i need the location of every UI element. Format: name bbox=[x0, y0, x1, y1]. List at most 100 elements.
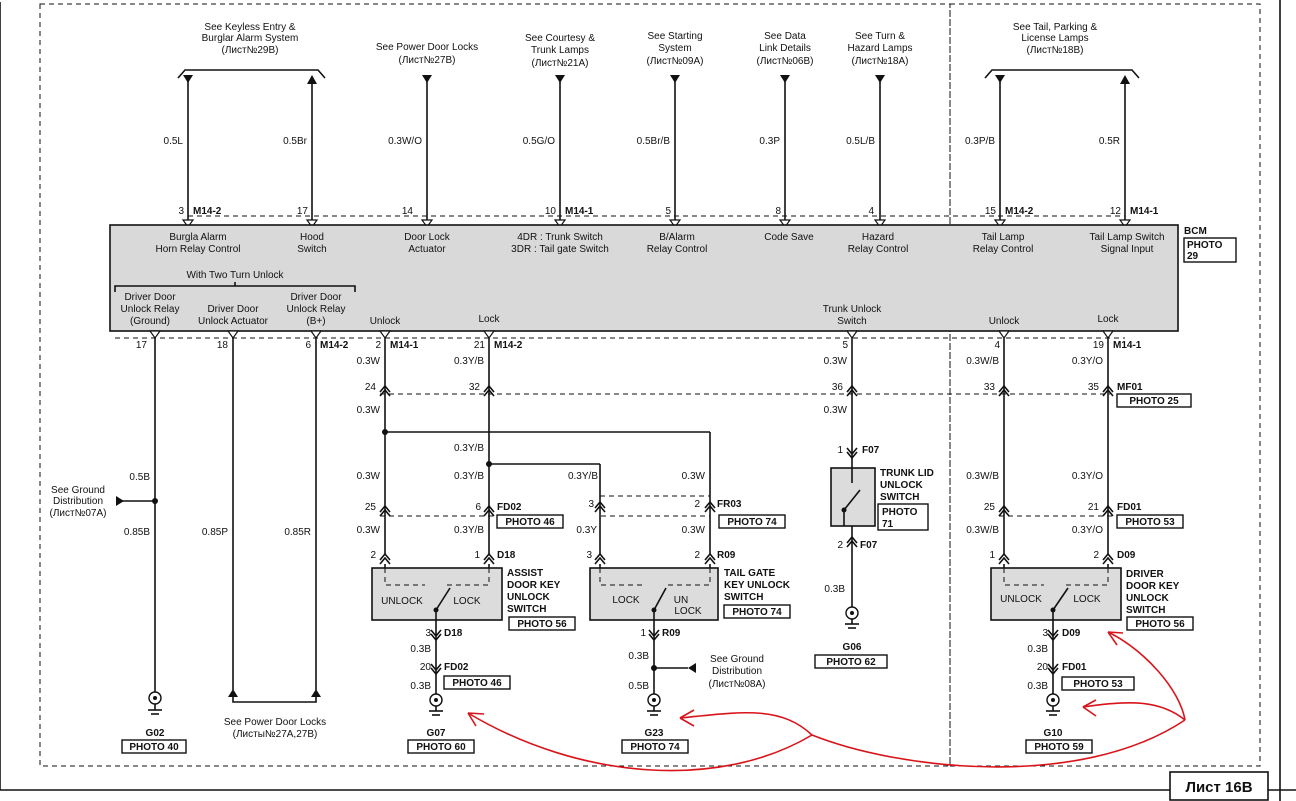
tg-name-3: SWITCH bbox=[724, 592, 763, 603]
arrow-down-icon bbox=[422, 75, 432, 83]
ground-g06: G06 bbox=[843, 642, 862, 653]
bcm-term-6-line1: Code Save bbox=[764, 232, 814, 243]
wire-color-085r: 0.85R bbox=[284, 527, 311, 538]
assist-w8: 0.3Y/B bbox=[454, 525, 484, 536]
ground-g02-icon bbox=[148, 691, 162, 715]
trunk-f07: F07 bbox=[862, 445, 880, 456]
pin-top-1: 3 bbox=[178, 206, 184, 217]
drv-fd01b: FD01 bbox=[1062, 662, 1087, 673]
trunk-name-2: UNLOCK bbox=[880, 480, 924, 491]
assist-photo56: PHOTO 56 bbox=[517, 619, 567, 630]
drv-w8: 0.3B bbox=[1027, 681, 1048, 692]
ref-courtesy-line2: Trunk Lamps bbox=[531, 45, 589, 56]
ref-pdl-line2: (Лист№27B) bbox=[399, 55, 456, 66]
assist-w5: 0.3W bbox=[357, 471, 381, 482]
ground-ref-left-line3: (Лист№07A) bbox=[50, 508, 107, 519]
tg-ground-ref-1: See Ground bbox=[710, 654, 764, 665]
assist-c25: 25 bbox=[365, 502, 377, 513]
ground-g02: G02 bbox=[146, 728, 165, 739]
bcm-term-7-line1: Hazard bbox=[862, 232, 894, 243]
pin-top-8: 15 bbox=[985, 206, 997, 217]
ground-g07: G07 bbox=[427, 728, 446, 739]
ref-turn-line2: Hazard Lamps bbox=[847, 43, 912, 54]
two-turn-unlock-label: With Two Turn Unlock bbox=[186, 270, 284, 281]
arrow-down-icon bbox=[555, 75, 565, 83]
pin-17: 17 bbox=[136, 340, 148, 351]
pin-top-4: 10 bbox=[545, 206, 557, 217]
assist-photo60: PHOTO 60 bbox=[416, 742, 466, 753]
assist-fd02: FD02 bbox=[497, 502, 522, 513]
ground-g23-icon bbox=[647, 693, 661, 716]
assist-name-4: SWITCH bbox=[507, 604, 546, 615]
conn-m14-1a: M14-1 bbox=[390, 340, 419, 351]
tg-lock: LOCK bbox=[612, 595, 640, 606]
conn-m14-1b: M14-1 bbox=[1113, 340, 1142, 351]
dd-actuator-line1: Driver Door bbox=[207, 304, 259, 315]
ddr-ground-line3: (Ground) bbox=[130, 316, 170, 327]
photo-46-box bbox=[496, 514, 564, 529]
tg-name-2: KEY UNLOCK bbox=[724, 580, 791, 591]
tg-w1: 0.3Y/B bbox=[568, 471, 598, 482]
pin-top-2: 17 bbox=[297, 206, 309, 217]
drv-fd01: FD01 bbox=[1117, 502, 1142, 513]
trunk-c1: 1 bbox=[837, 445, 843, 456]
arrow-up-icon bbox=[228, 689, 238, 697]
assist-w2: 0.3Y/B bbox=[454, 356, 484, 367]
conn-top-4: M14-1 bbox=[565, 206, 594, 217]
pin-18: 18 bbox=[217, 340, 229, 351]
assist-c2: 2 bbox=[370, 550, 376, 561]
tg-name-1: TAIL GATE bbox=[724, 568, 775, 579]
tg-w3: 0.3Y bbox=[576, 525, 597, 536]
ref-turn-line3: (Лист№18A) bbox=[852, 56, 909, 67]
trunk-photo71-2: 71 bbox=[882, 519, 894, 530]
ref-data-line2: Link Details bbox=[759, 43, 811, 54]
dashed-region-right bbox=[949, 3, 1261, 767]
assist-unlock: UNLOCK bbox=[381, 596, 423, 607]
ground-g23: G23 bbox=[645, 728, 664, 739]
ddr-ground-line2: Unlock Relay bbox=[121, 304, 180, 315]
splice-dot bbox=[152, 498, 158, 504]
tg-unlock-2: LOCK bbox=[674, 606, 702, 617]
drv-photo53b: PHOTO 53 bbox=[1073, 679, 1123, 690]
wire-color-085p: 0.85P bbox=[202, 527, 228, 538]
drv-name-2: DOOR KEY bbox=[1126, 581, 1180, 592]
drv-w6: 0.3Y/O bbox=[1072, 525, 1103, 536]
trunk-unlock-line1: Trunk Unlock bbox=[823, 304, 883, 315]
ground-ref-left-line2: Distribution bbox=[53, 496, 103, 507]
trunk-w1: 0.3W bbox=[824, 356, 848, 367]
bcm-unlock-label: Unlock bbox=[370, 316, 402, 327]
ground-g10: G10 bbox=[1044, 728, 1063, 739]
drv-c2: 2 bbox=[1093, 550, 1099, 561]
tg-w5: 0.3B bbox=[628, 651, 649, 662]
wire-color-top-5: 0.5Br/B bbox=[637, 136, 671, 147]
connector-chevrons-assist bbox=[379, 384, 716, 565]
arrow-right-icon bbox=[688, 663, 696, 673]
drv-photo59: PHOTO 59 bbox=[1034, 742, 1084, 753]
assist-w3: 0.3W bbox=[357, 405, 381, 416]
pin-top-7: 4 bbox=[868, 206, 874, 217]
pin-top-5: 5 bbox=[665, 206, 671, 217]
ddr-bplus-line2: Unlock Relay bbox=[287, 304, 346, 315]
assist-w9: 0.3B bbox=[410, 644, 431, 655]
conn-top-8: M14-2 bbox=[1005, 206, 1034, 217]
tg-photo74b: PHOTO 74 bbox=[732, 607, 782, 618]
wire-color-top-9: 0.5R bbox=[1099, 136, 1120, 147]
photo-40-box bbox=[121, 739, 187, 754]
tg-r09: R09 bbox=[717, 550, 736, 561]
ref-data-line3: (Лист№06B) bbox=[757, 56, 814, 67]
photo-62-box bbox=[814, 654, 888, 669]
tg-r09b: R09 bbox=[662, 628, 681, 639]
bcm-term-2-line1: Hood bbox=[300, 232, 324, 243]
ref-courtesy-line1: See Courtesy & bbox=[525, 33, 595, 44]
arrow-down-icon bbox=[183, 75, 193, 83]
assist-name-2: DOOR KEY bbox=[507, 580, 561, 591]
assist-w1: 0.3W bbox=[357, 356, 381, 367]
assist-d18b: D18 bbox=[444, 628, 463, 639]
bcm-term-7-line2: Relay Control bbox=[848, 244, 909, 255]
tg-c2b: 2 bbox=[694, 550, 700, 561]
photo-56-driver-box bbox=[1126, 616, 1194, 631]
drv-d09b: D09 bbox=[1062, 628, 1081, 639]
photo-74-box bbox=[718, 514, 786, 529]
tg-w2: 0.3W bbox=[682, 471, 706, 482]
